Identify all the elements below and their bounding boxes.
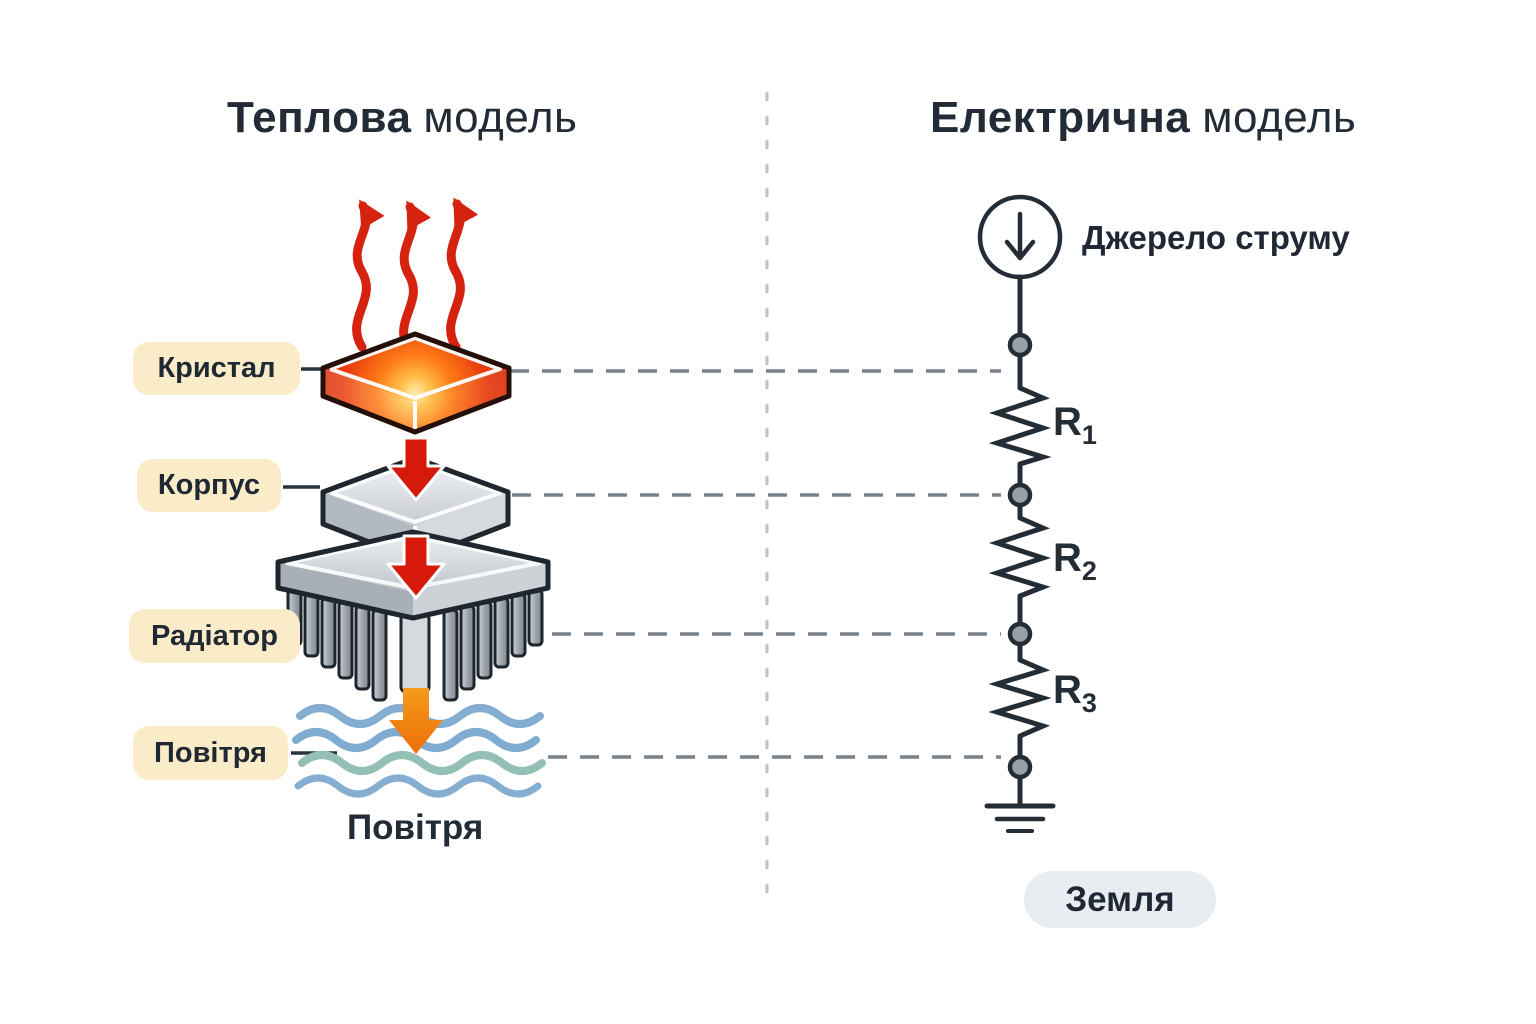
ground-icon [984,803,1056,833]
r1-name: R [1053,400,1082,444]
air-label: Повітря [133,726,288,780]
heatsink-label: Радіатор [129,609,300,663]
node-crystal [1007,332,1033,358]
node-heatsink [1007,621,1033,647]
thermal-title-bold: Теплова [227,93,412,142]
heat-flow-arrow-air [389,688,443,754]
r2-name: R [1053,536,1082,580]
r3-name: R [1053,668,1082,712]
resistor-r3-icon [988,657,1052,739]
electrical-title-bold: Електрична [930,93,1191,142]
level-connection-lines [510,369,1001,759]
heat-waves-icon [352,197,479,355]
thermal-title-regular: модель [423,93,578,142]
current-source-arrow [1004,211,1036,261]
resistor-r2-label: R2 [1053,536,1097,587]
circuit-schematic [977,194,1063,833]
crystal-label: Кристал [133,342,300,395]
r1-subscript: 1 [1081,420,1097,450]
heat-flow-arrow-1 [386,436,446,502]
heat-flow-arrow-2 [386,534,446,600]
resistor-r2-icon [988,515,1052,599]
package-label: Корпус [137,459,281,512]
r2-subscript: 2 [1081,556,1097,586]
current-source-label: Джерело струму [1082,219,1350,256]
node-package [1007,482,1033,508]
electrical-title-regular: модель [1202,93,1357,142]
ground-label: Земля [1024,871,1216,928]
resistor-r3-label: R3 [1053,668,1097,719]
r3-subscript: 3 [1081,688,1097,718]
resistor-r1-label: R1 [1053,400,1097,451]
circuit-nodes [1007,332,1033,780]
crystal-3d-icon [320,331,512,435]
air-caption: Повітря [347,808,484,847]
node-air [1007,754,1033,780]
resistor-r1-icon [988,385,1052,467]
